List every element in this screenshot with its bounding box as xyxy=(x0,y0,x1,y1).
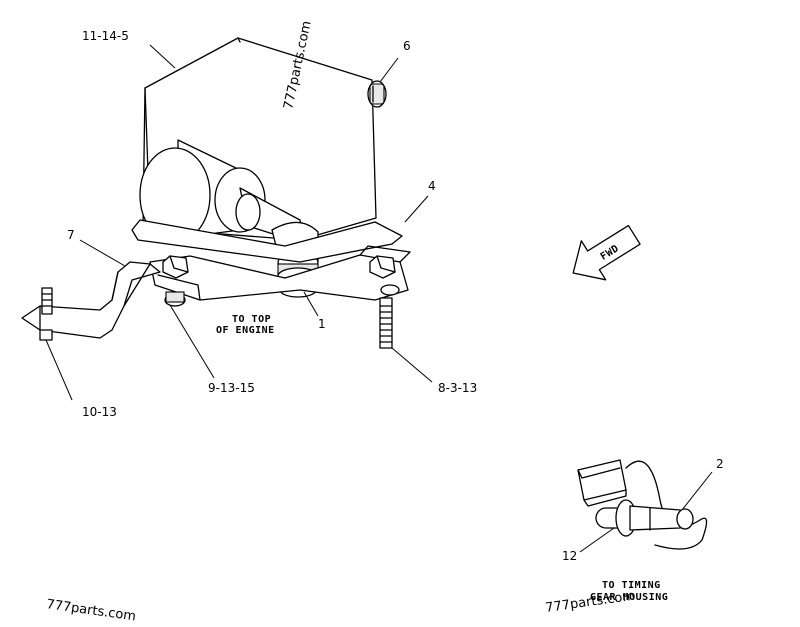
note-to-timing-line1: TO TIMING xyxy=(602,580,661,591)
bracket-bolt-right xyxy=(369,255,400,296)
side-fitting xyxy=(367,80,387,108)
note-to-timing-line2: GEAR HOUSING xyxy=(590,592,668,603)
part-labels: 11-14-5 6 4 7 1 9-13-15 8-3-13 10-13 2 1… xyxy=(67,29,724,563)
housing-base xyxy=(131,219,403,263)
label-8-3-13: 8-3-13 xyxy=(438,381,477,395)
fwd-arrow: FWD xyxy=(572,224,641,281)
note-to-top-line1: TO TOP xyxy=(232,314,271,325)
label-1: 1 xyxy=(318,317,326,331)
notes: TO TOP OF ENGINE TO TIMING GEAR HOUSING xyxy=(216,314,668,603)
note-to-top-line2: OF ENGINE xyxy=(216,325,275,336)
mounting-bracket xyxy=(149,245,411,301)
sensor-assembly xyxy=(577,459,708,550)
long-bolt xyxy=(379,297,393,349)
label-11-14-5: 11-14-5 xyxy=(82,29,129,43)
watermark-bottom-left: 777parts.com xyxy=(45,597,136,624)
label-9-13-15: 9-13-15 xyxy=(208,381,255,395)
stud xyxy=(39,287,53,341)
label-10-13: 10-13 xyxy=(82,405,117,419)
label-4: 4 xyxy=(428,179,436,193)
label-7: 7 xyxy=(67,228,75,242)
z-bracket xyxy=(21,261,161,339)
label-2: 2 xyxy=(716,457,724,471)
label-12: 12 xyxy=(562,549,577,563)
label-6: 6 xyxy=(403,39,411,53)
leader-lines xyxy=(45,44,713,553)
bracket-bolt-left xyxy=(162,255,189,307)
